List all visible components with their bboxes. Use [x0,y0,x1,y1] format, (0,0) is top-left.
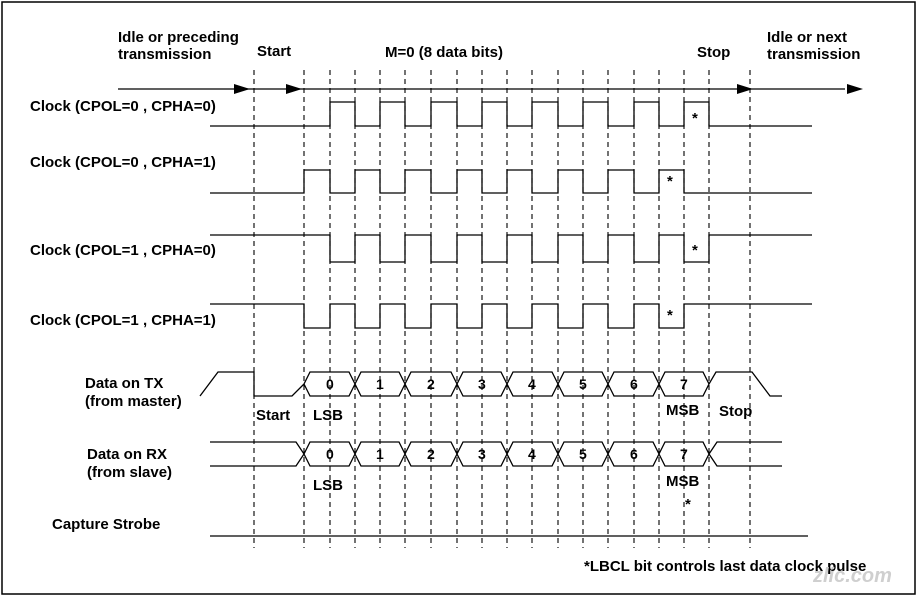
tx-bit-cell [303,371,356,397]
idle-after-label-2: transmission [767,46,860,63]
rx-bit-1: 1 [376,446,384,462]
rx-idle-wave [210,441,305,467]
rx-bit-cell [303,441,356,467]
idle-after-label-1: Idle or next [767,29,847,46]
tx-stop-label: Stop [719,403,752,420]
tx-bit-7: 7 [680,376,688,392]
tx-start-label: Start [256,407,290,424]
asterisk-clk01: * [667,173,673,190]
tx-bit-cell [557,371,609,397]
rx-bit-4: 4 [528,446,536,462]
rx-bit-cell [506,441,559,467]
clock-cpol0-cpha0-label: Clock (CPOL=0 , CPHA=0) [30,98,216,115]
rx-bit-3: 3 [478,446,486,462]
tx-start-bit-wave [199,371,305,397]
tx-lsb-label: LSB [313,407,343,424]
clock-cpol0-cpha0-wave [210,101,812,127]
rx-bit-cell [557,441,609,467]
tx-label-1: Data on TX [85,375,163,392]
rx-label-2: (from slave) [87,464,172,481]
start-header-label: Start [257,43,291,60]
tx-bit-4: 4 [528,376,536,392]
tx-stop-bit-wave [708,371,782,397]
tx-bit-3: 3 [478,376,486,392]
asterisk-clk11: * [667,307,673,324]
tx-bit-cell [456,371,508,397]
rx-bit-2: 2 [427,446,435,462]
tx-bit-0: 0 [326,376,334,392]
timeline-arrowhead [286,84,302,94]
waveforms [118,84,863,537]
clock-cpol0-cpha1-wave [210,169,812,194]
asterisk-clk10: * [692,242,698,259]
tx-bit-6: 6 [630,376,638,392]
rx-bit-cell [456,441,508,467]
rx-msb-label: MSB [666,473,700,490]
timeline-arrowhead [847,84,863,94]
rx-bit-7: 7 [680,446,688,462]
clock-cpol1-cpha0-wave [210,234,812,263]
tx-bit-2: 2 [427,376,435,392]
stop-header-label: Stop [697,44,730,61]
tx-bit-cell [607,371,660,397]
tx-bit-5: 5 [579,376,587,392]
tx-bit-cell [354,371,406,397]
rx-bit-cell [354,441,406,467]
rx-bit-0: 0 [326,446,334,462]
asterisk-strobe: * [685,496,691,513]
clock-cpol1-cpha1-wave [210,303,812,329]
rx-label-1: Data on RX [87,446,167,463]
tx-label-2: (from master) [85,393,182,410]
rx-bit-cell [404,441,458,467]
rx-end-wave [708,441,782,467]
rx-lsb-label: LSB [313,477,343,494]
clock-cpol1-cpha1-label: Clock (CPOL=1 , CPHA=1) [30,312,216,329]
rx-bit-6: 6 [630,446,638,462]
tx-msb-label: MSB [666,402,700,419]
timeline-arrowhead [737,84,753,94]
tx-bit-cell [658,371,710,397]
idle-before-label-2: transmission [118,46,211,63]
rx-bit-cell [658,441,710,467]
clock-cpol1-cpha0-label: Clock (CPOL=1 , CPHA=0) [30,242,216,259]
asterisk-clk00: * [692,110,698,127]
watermark-text: zlic.com [812,565,892,587]
footnote-text: *LBCL bit controls last data clock pulse [584,558,866,575]
tx-bit-cell [506,371,559,397]
data-bits-header-label: M=0 (8 data bits) [385,44,503,61]
tx-bit-cell [404,371,458,397]
idle-before-label-1: Idle or preceding [118,29,239,46]
capture-strobe-label: Capture Strobe [52,516,160,533]
tx-bit-1: 1 [376,376,384,392]
rx-bit-5: 5 [579,446,587,462]
rx-bit-cell [607,441,660,467]
clock-cpol0-cpha1-label: Clock (CPOL=0 , CPHA=1) [30,154,216,171]
timeline-arrowhead [234,84,250,94]
